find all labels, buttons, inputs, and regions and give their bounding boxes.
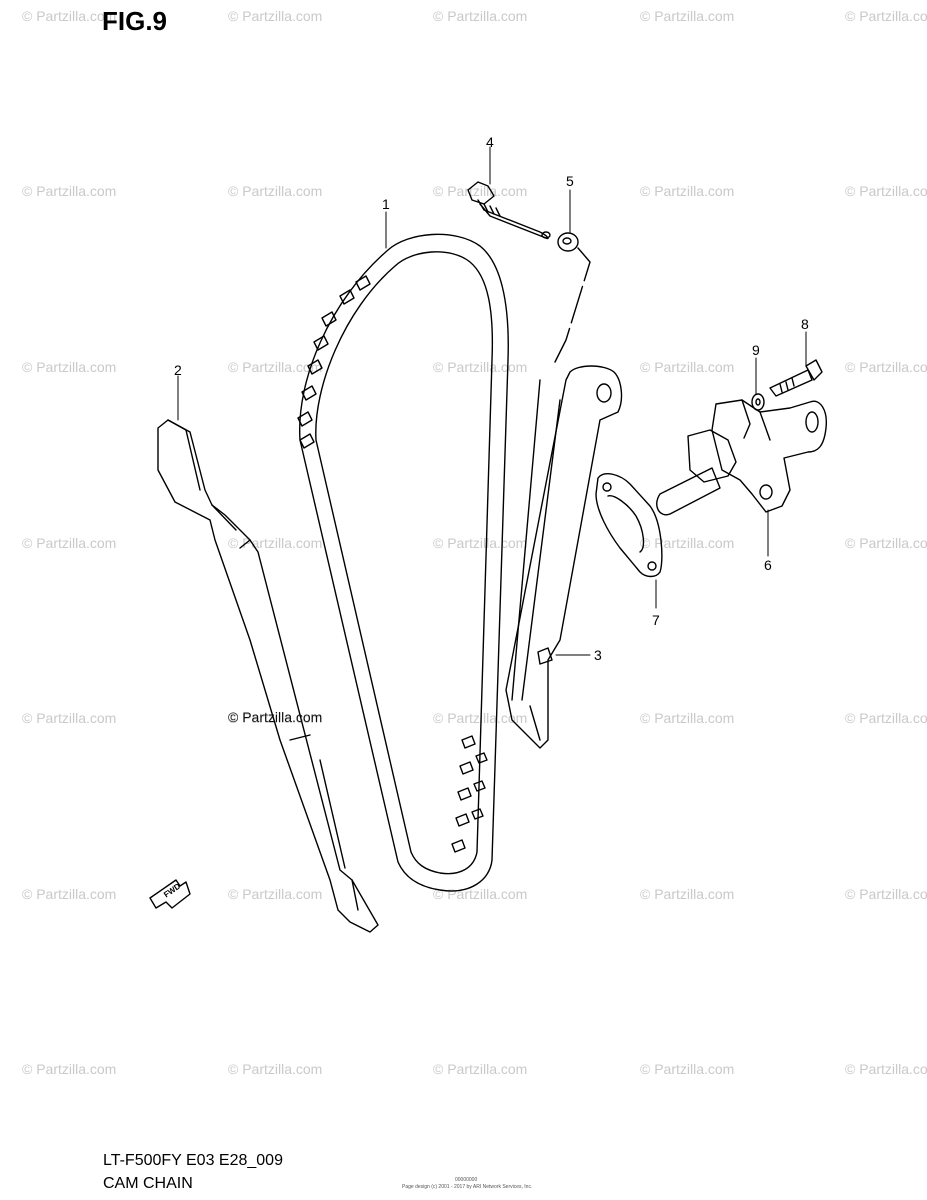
- watermark-text: © Partzilla.com: [22, 886, 117, 902]
- watermark-text: © Partzilla.com: [228, 359, 323, 375]
- watermark-text: © Partzilla.com: [845, 710, 927, 726]
- callout-1: 1: [382, 196, 390, 212]
- cam-chain-tensioner: [505, 365, 623, 749]
- watermark-text: © Partzilla.com: [640, 8, 735, 24]
- watermark-text: © Partzilla.com: [228, 886, 323, 902]
- watermark-text: © Partzilla.com: [22, 535, 117, 551]
- adjuster-bolt: [769, 359, 823, 397]
- gasket: [595, 473, 663, 578]
- callout-2: 2: [174, 362, 182, 378]
- model-code: LT-F500FY E03 E28_009: [103, 1152, 283, 1169]
- washer: [557, 232, 579, 252]
- callout-9: 9: [752, 342, 760, 358]
- watermark-text: © Partzilla.com: [228, 183, 323, 199]
- diagram-caption: CAM CHAIN: [103, 1175, 193, 1192]
- bolt-washer: [751, 393, 765, 411]
- watermark-text: © Partzilla.com: [640, 183, 735, 199]
- callout-3: 3: [594, 647, 602, 663]
- tensioner-bolt: [467, 181, 551, 240]
- fine-print-code: 00000000: [455, 1177, 478, 1183]
- callout-leaders: [177, 146, 807, 656]
- main-watermark: © Partzilla.com: [228, 709, 323, 725]
- watermark-text: © Partzilla.com: [845, 359, 927, 375]
- watermark-text: © Partzilla.com: [22, 1061, 117, 1077]
- watermark-text: © Partzilla.com: [433, 886, 528, 902]
- fine-print-copyright: Page design (c) 2001 - 2017 by ARI Netwo…: [402, 1184, 533, 1190]
- watermark-text: © Partzilla.com: [433, 1061, 528, 1077]
- cam-chain-guide: [157, 419, 379, 933]
- watermark-text: © Partzilla.com: [433, 183, 528, 199]
- callout-4: 4: [486, 134, 494, 150]
- watermark-text: © Partzilla.com: [640, 1061, 735, 1077]
- watermark-text: © Partzilla.com: [228, 535, 323, 551]
- cam-chain: [297, 233, 509, 892]
- watermark-text: © Partzilla.com: [640, 535, 735, 551]
- watermark-text: © Partzilla.com: [22, 359, 117, 375]
- tensioner-adjuster: [656, 399, 827, 516]
- callout-8: 8: [801, 316, 809, 332]
- watermark-text: © Partzilla.com: [845, 535, 927, 551]
- watermark-text: © Partzilla.com: [845, 183, 927, 199]
- watermark-text: © Partzilla.com: [433, 359, 528, 375]
- watermark-text: © Partzilla.com: [433, 710, 528, 726]
- callout-5: 5: [566, 173, 574, 189]
- watermark-text: © Partzilla.com: [22, 710, 117, 726]
- watermark-text: © Partzilla.com: [640, 710, 735, 726]
- watermark-text: © Partzilla.com: [433, 535, 528, 551]
- callout-6: 6: [764, 557, 772, 573]
- watermark-text: © Partzilla.com: [228, 1061, 323, 1077]
- fwd-arrow-icon: [149, 879, 191, 909]
- callout-7: 7: [652, 612, 660, 628]
- watermark-text: © Partzilla.com: [228, 8, 323, 24]
- watermark-text: © Partzilla.com: [433, 8, 528, 24]
- figure-title: FIG.9: [102, 6, 168, 36]
- watermark-text: © Partzilla.com: [640, 359, 735, 375]
- watermark-text: © Partzilla.com: [845, 1061, 927, 1077]
- watermark-text: © Partzilla.com: [22, 183, 117, 199]
- watermark-text: © Partzilla.com: [640, 886, 735, 902]
- watermark-text: © Partzilla.com: [845, 8, 927, 24]
- watermark-text: © Partzilla.com: [228, 710, 323, 726]
- watermark-text: © Partzilla.com: [845, 886, 927, 902]
- watermark-text: © Partzilla.com: [22, 8, 117, 24]
